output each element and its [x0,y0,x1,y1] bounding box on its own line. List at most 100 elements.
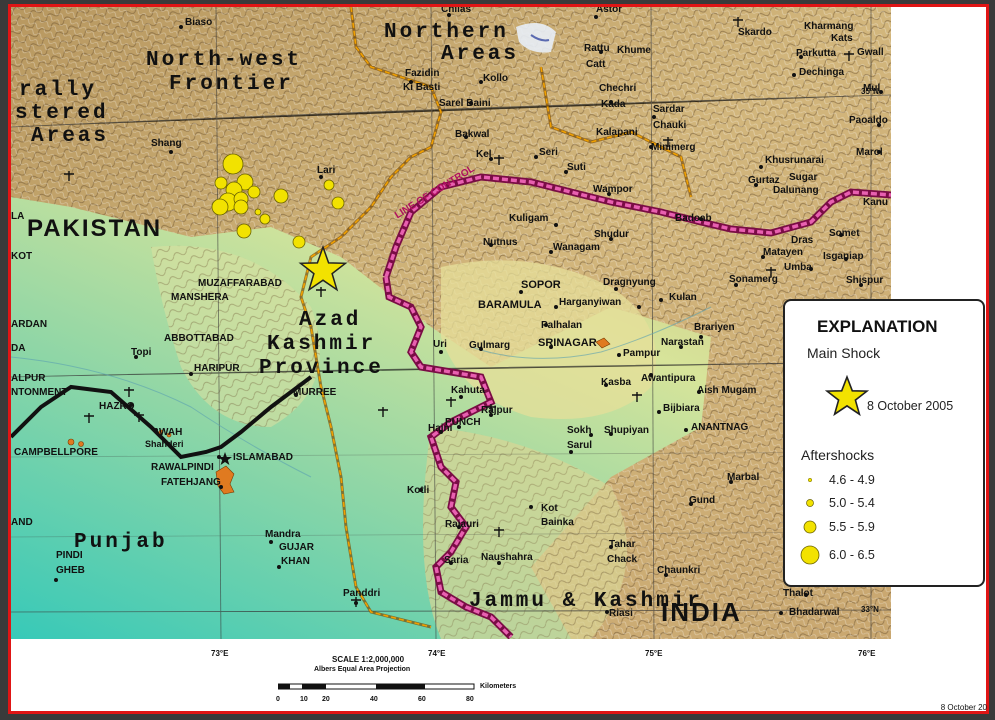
legend-main-shock-date: 8 October 2005 [867,399,954,413]
place-label: Kanu [863,197,888,208]
place-label: Gund [689,495,716,506]
place-label: Kot [541,503,558,514]
footer-date: 8 October 20 [940,703,987,712]
longitude-label: 76°E [858,649,876,658]
place-label: Khusrunarai [765,155,824,166]
projection-text: Albers Equal Area Projection [314,666,411,673]
place-label: Sarel Baini [439,98,491,109]
place-label: Kel [476,149,492,160]
place-label: Shupiyan [604,425,650,436]
region-label-northern-1: Northern [384,21,509,44]
place-label: GHEB [56,565,85,576]
place-label: Chaunkri [657,565,701,576]
scale-bar-graphic [278,683,475,690]
place-label: Kalapani [596,127,638,138]
place-label: Haini [428,423,453,434]
place-label: WAH [159,427,183,438]
map-legend: EXPLANATION Main Shock 8 October 2005 Af… [783,299,985,587]
region-label-azad-1: Azad [299,309,362,332]
place-label: Nutnus [483,237,518,248]
region-label-areas-left: Areas [31,125,110,148]
region-label-northern-2: Areas [441,43,520,66]
place-label: Brariyen [694,322,735,333]
legend-aftershock-class: 5.5 - 5.9 [829,520,875,534]
place-label: Shahderi [145,439,184,449]
place-label: Parkutta [796,48,837,59]
place-label: Tahar [609,539,636,550]
legend-aftershock-class: 5.0 - 5.4 [829,496,875,510]
place-label: Kasba [601,377,632,388]
place-label: Bijbiara [663,403,700,414]
place-label: Topi [131,347,152,358]
place-label: Pampur [623,348,661,359]
place-label: Bainka [541,517,574,528]
place-label: Dalunang [773,185,819,196]
place-label: Khume [617,45,651,56]
place-label: ISLAMABAD [233,452,293,463]
region-label-jammu-kashmir: Jammu & Kashmir [469,590,704,613]
place-label: SOPOR [521,279,561,291]
place-label: Bakwal [455,129,490,140]
place-label: Lari [317,165,336,176]
place-label: Palhalan [541,320,583,331]
country-label-pakistan: PAKISTAN [27,215,163,242]
place-label: Sokh [567,425,592,436]
legend-aftershock-symbols [800,477,820,565]
place-label: Kuligam [509,213,549,224]
place-label: KHAN [281,556,310,567]
place-label: NTONMENT [11,387,68,398]
place-label: Kharmang [804,21,854,32]
place-label: Badoab [675,213,712,224]
place-label: ALPUR [11,373,46,384]
terrain-svg [11,7,891,639]
place-label: Wanagam [553,242,600,253]
earthquake-map: rally stered Areas North-west Frontier N… [11,7,891,639]
place-label: KOT [11,251,33,262]
scale-text: SCALE 1:2,000,000 [332,655,405,664]
scale-tick: 20 [322,696,330,703]
place-label: Dechinga [799,67,845,78]
place-label: MURREE [293,387,337,398]
place-label: LA [11,211,25,222]
place-label: Awantipura [641,373,696,384]
legend-main-shock-star-icon [825,375,869,417]
region-label-tered: stered [15,102,109,125]
place-label: Matayen [763,247,804,258]
legend-main-shock-heading: Main Shock [807,345,881,361]
region-label-azad-2: Kashmir [267,333,377,356]
region-label-federally: rally [19,79,98,102]
place-label: GUJAR [279,542,315,553]
place-label: Astor [596,7,623,15]
aftershock-markers [211,153,345,249]
place-label: Skardo [738,27,772,38]
line-of-control [382,173,891,639]
place-label: Harganyiwan [559,297,622,308]
place-label: Somet [829,228,860,239]
country-label-india: INDIA [661,597,742,627]
place-label: Marol [856,147,883,158]
place-label: Marbal [727,472,760,483]
place-label: PUNCH [445,417,481,428]
place-label: Gwall [857,47,884,58]
scale-tick: 10 [300,696,308,703]
place-label: Shispur [846,275,884,286]
place-label: Kats [831,33,853,44]
place-label: Minimerg [651,142,696,153]
scale-tick: 80 [466,696,474,703]
place-label: Kotli [407,485,430,496]
place-label: Dras [791,235,814,246]
place-label: Paoaldo [849,115,888,126]
place-label: Kahuta [451,385,485,396]
legend-aftershocks-heading: Aftershocks [801,447,875,463]
place-label: Catt [586,59,606,70]
place-label: PINDI [56,550,83,561]
place-label: Suti [567,162,586,173]
place-label: Umba [784,262,812,273]
scale-tick: 60 [418,696,426,703]
scale-tick: 40 [370,696,378,703]
scale-unit: Kilometers [480,683,517,690]
place-label: Isganiap [823,251,864,262]
region-label-nwf-2: Frontier [169,73,294,96]
longitude-label: 74°E [428,649,446,658]
place-label: SRINAGAR [538,337,597,349]
